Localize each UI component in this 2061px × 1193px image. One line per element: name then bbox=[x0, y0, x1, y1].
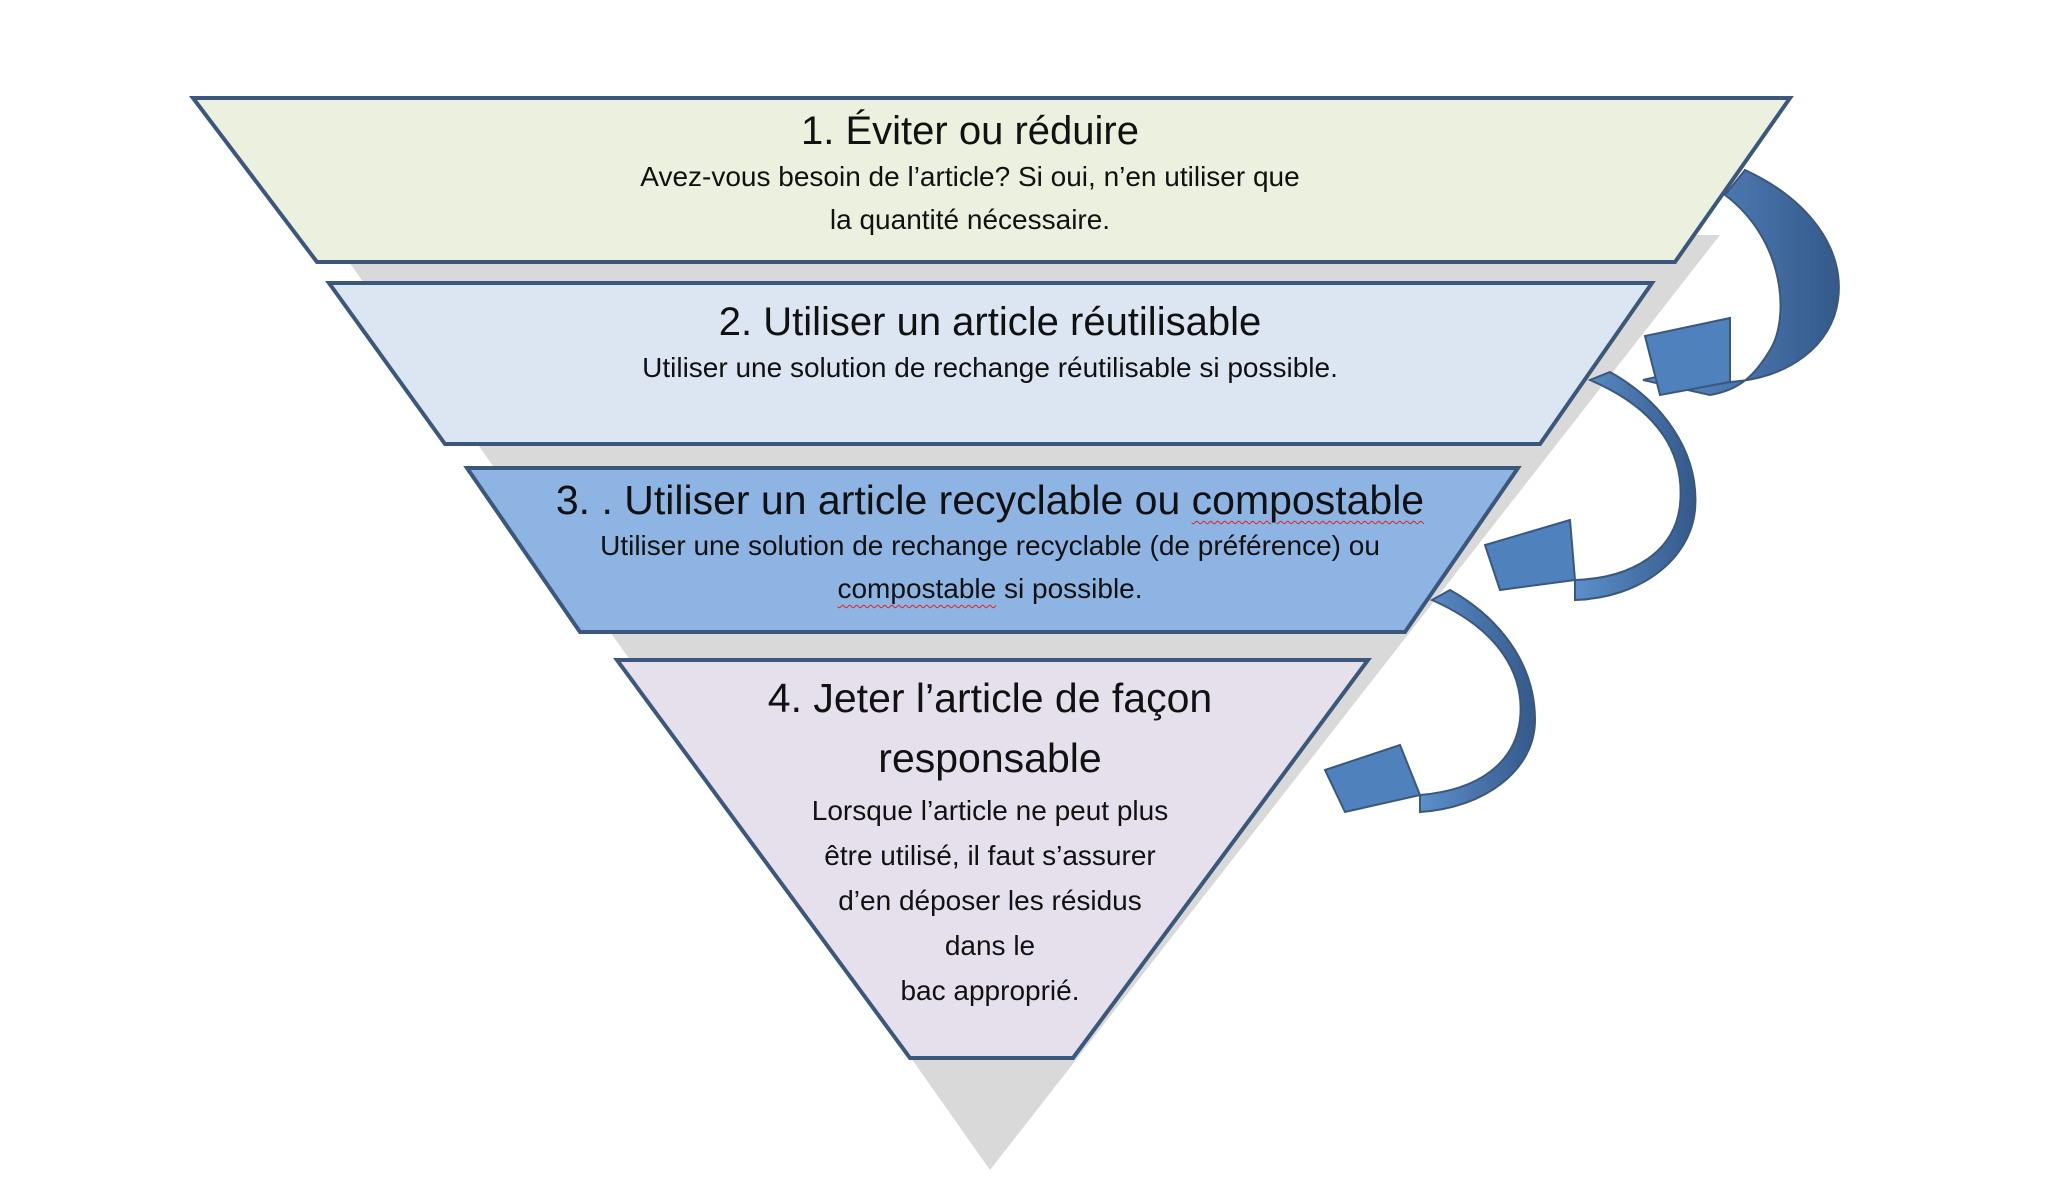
level-3-description-flagged-word: compostable bbox=[837, 573, 997, 604]
level-2-band bbox=[325, 281, 1656, 446]
curved-arrow-3-to-4 bbox=[1323, 588, 1537, 814]
level-4-band bbox=[613, 658, 1372, 1060]
level-1-description: Avez-vous besoin de l’article? Si oui, n… bbox=[640, 161, 1300, 235]
level-3-description: Utiliser une solution de rechange recycl… bbox=[500, 524, 1480, 610]
level-3-title: 3. . Utiliser un article recyclable ou c… bbox=[500, 476, 1480, 524]
level-2-title: 2. Utiliser un article réutilisable bbox=[718, 300, 1262, 344]
level-3-band bbox=[463, 466, 1522, 634]
level-3-description-line1: Utiliser une solution de rechange recycl… bbox=[600, 530, 1380, 561]
level-4: 4. Jeter l’article de façon responsable … bbox=[740, 668, 1240, 1013]
level-1-title: 1. Éviter ou réduire bbox=[801, 109, 1139, 153]
level-2: 2. Utiliser un article réutilisable Util… bbox=[520, 298, 1460, 389]
level-3-title-prefix: 3. . Utiliser un article recyclable ou bbox=[555, 477, 1192, 523]
level-2-description: Utiliser une solution de rechange réutil… bbox=[642, 352, 1338, 383]
curved-arrow-1-to-2 bbox=[1642, 168, 1840, 397]
level-4-description: Lorsque l’article ne peut plus être util… bbox=[811, 795, 1169, 1006]
level-1-band bbox=[188, 96, 1794, 264]
level-4-title: 4. Jeter l’article de façon responsable bbox=[767, 675, 1213, 781]
level-3-description-suffix: si possible. bbox=[996, 573, 1143, 604]
level-3-title-flagged-word: compostable bbox=[1191, 477, 1425, 523]
level-1: 1. Éviter ou réduire Avez-vous besoin de… bbox=[540, 107, 1400, 241]
curved-arrow-2-to-3 bbox=[1483, 370, 1697, 602]
level-3: 3. . Utiliser un article recyclable ou c… bbox=[500, 476, 1480, 610]
